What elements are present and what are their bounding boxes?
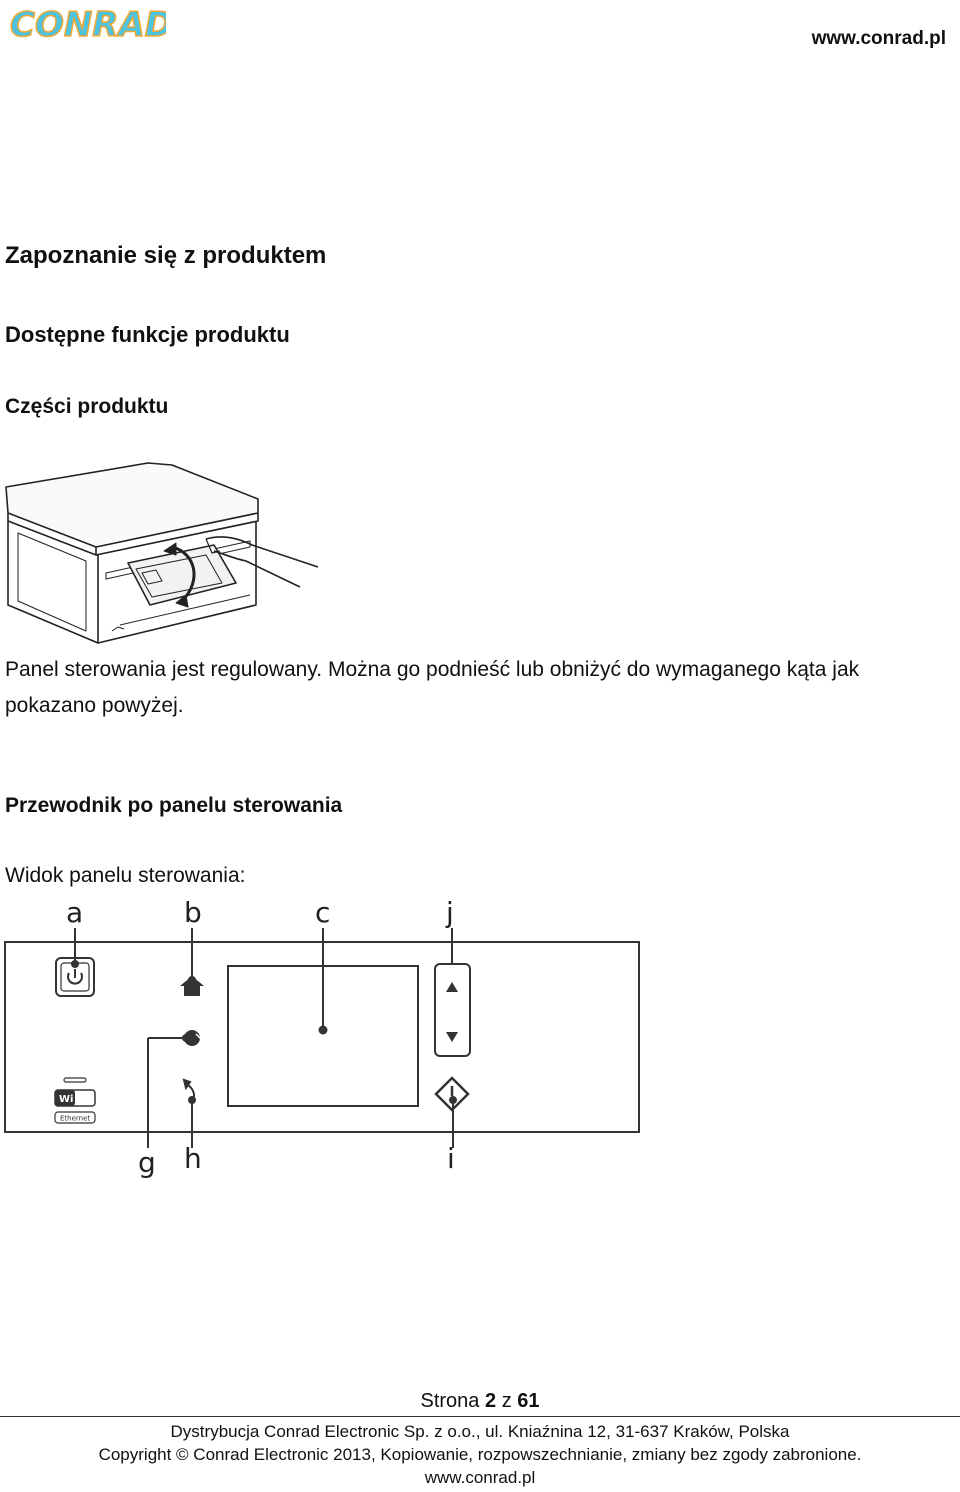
page-separator: z — [501, 1390, 512, 1412]
up-down-buttons — [434, 963, 471, 1057]
page-title: Zapoznanie się z produktem — [5, 242, 327, 269]
wifi-led — [63, 1077, 87, 1083]
power-icon — [55, 957, 95, 997]
footer-url[interactable]: www.conrad.pl — [424, 1468, 536, 1487]
label-h: h — [184, 1142, 202, 1175]
header-site-url[interactable]: www.conrad.pl — [811, 28, 946, 49]
svg-text:Wi Fi: Wi Fi — [59, 1094, 87, 1105]
arrow-down-icon — [446, 1032, 458, 1042]
footer-distribution: Dystrybucja Conrad Electronic Sp. z o.o.… — [170, 1422, 790, 1441]
paragraph-line-2: pokazano powyżej. — [5, 694, 184, 717]
section-heading-parts: Części produktu — [5, 395, 169, 418]
label-i: i — [447, 1142, 455, 1175]
arrow-up-icon — [446, 982, 458, 992]
footer-copyright: Copyright © Conrad Electronic 2013, Kopi… — [98, 1445, 862, 1464]
control-panel-diagram: a b c j g h i Wi Fi Ethernet — [4, 896, 640, 1179]
ethernet-badge: Ethernet — [54, 1111, 96, 1124]
page-prefix: Strona — [420, 1390, 480, 1412]
section-heading-features: Dostępne funkcje produktu — [5, 322, 290, 347]
page-total: 61 — [517, 1390, 540, 1412]
home-icon — [180, 976, 204, 996]
footer-divider — [0, 1416, 960, 1417]
panel-view-caption: Widok panelu sterowania: — [5, 864, 246, 887]
logo-wordmark: CONRAD — [10, 5, 166, 44]
page-current: 2 — [485, 1390, 497, 1412]
paragraph-line-1: Panel sterowania jest regulowany. Można … — [5, 658, 860, 681]
wifi-badge: Wi Fi — [54, 1089, 96, 1107]
conrad-logo: CONRAD — [9, 4, 166, 44]
wifi-setup-icon — [184, 1030, 203, 1046]
section-heading-panel-guide: Przewodnik po panelu sterowania — [5, 794, 343, 817]
label-c: c — [315, 896, 330, 929]
label-b: b — [184, 896, 202, 929]
label-a: a — [66, 896, 83, 929]
printer-illustration — [5, 462, 319, 644]
label-g: g — [138, 1146, 156, 1179]
svg-text:Ethernet: Ethernet — [60, 1115, 90, 1123]
label-j: j — [445, 896, 454, 929]
page-number: Strona 2 z 61 — [0, 1390, 960, 1413]
panel-adjust-paragraph: Panel sterowania jest regulowany. Można … — [5, 652, 960, 724]
